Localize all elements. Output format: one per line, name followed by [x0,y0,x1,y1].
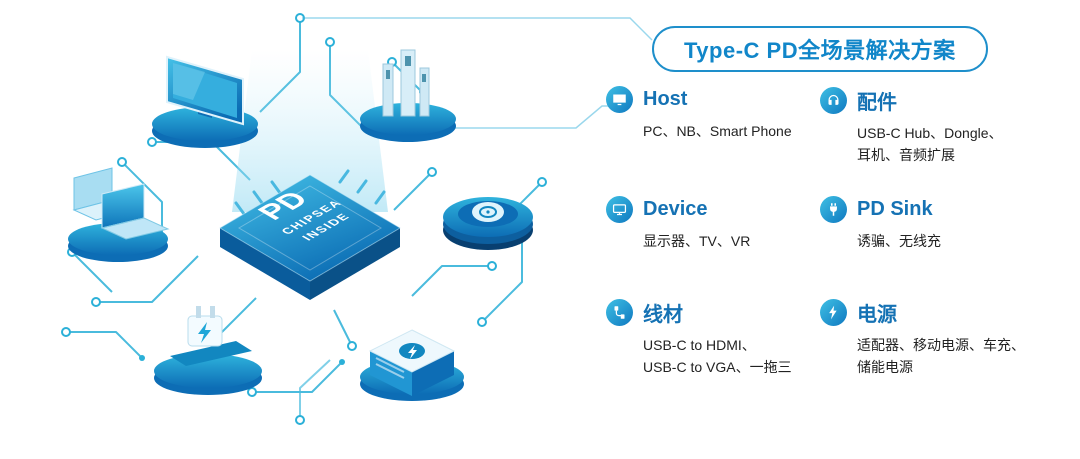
wireless-charger-illustration [443,197,533,250]
category-accessories-header: 配件 [820,86,1044,115]
headset-icon [820,87,847,114]
monitor-illustration [152,55,258,148]
plug-icon [820,196,847,223]
category-device-header: Device [606,196,830,223]
power-box-illustration [360,329,464,401]
category-cables-label: 线材 [643,304,683,326]
category-accessories-label: 配件 [857,92,897,114]
category-host: Host PC、NB、Smart Phone [606,86,830,143]
laptops-illustration [68,167,170,262]
category-host-header: Host [606,86,830,113]
category-accessories: 配件 USB-C Hub、Dongle、 耳机、音频扩展 [820,86,1044,166]
category-pd-sink-label: PD Sink [857,198,933,220]
chip-illustration: PD CHIPSEA INSIDE [219,169,401,300]
display-icon [606,196,633,223]
charger-illustration [154,306,262,395]
monitor-icon [606,86,633,113]
category-device-desc: 显示器、TV、VR [643,233,751,249]
category-power-header: 电源 [820,298,1044,327]
category-power-label: 电源 [857,304,897,326]
usb-connectors-illustration [360,49,456,142]
category-host-desc: PC、NB、Smart Phone [643,123,792,139]
category-accessories-desc: USB-C Hub、Dongle、 耳机、音频扩展 [857,125,1003,163]
category-power: 电源 适配器、移动电源、车充、 储能电源 [820,298,1044,378]
category-host-label: Host [643,88,688,110]
category-device-label: Device [643,198,708,220]
category-power-desc: 适配器、移动电源、车充、 储能电源 [857,337,1025,375]
panel-connector-lines [302,17,653,129]
category-pd-sink-desc: 诱骗、无线充 [857,233,941,249]
category-cables-desc: USB-C to HDMI、 USB-C to VGA、一拖三 [643,337,792,375]
category-cables-header: 线材 [606,298,830,327]
category-device: Device 显示器、TV、VR [606,196,830,253]
category-pd-sink-header: PD Sink [820,196,1044,223]
category-cables: 线材 USB-C to HDMI、 USB-C to VGA、一拖三 [606,298,830,378]
power-icon [820,299,847,326]
solution-title: Type-C PD全场景解决方案 [652,26,988,72]
category-pd-sink: PD Sink 诱骗、无线充 [820,196,1044,253]
cable-icon [606,299,633,326]
